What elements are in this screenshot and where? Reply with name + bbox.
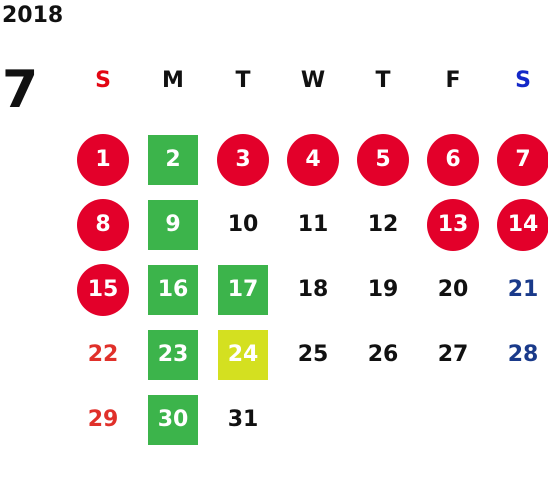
calendar-cell[interactable]: 13 [418,192,488,257]
calendar-day[interactable]: 31 [227,407,259,432]
calendar-year: 2018 [2,3,64,28]
calendar-day[interactable]: 8 [77,198,129,251]
calendar-day[interactable]: 30 [148,394,198,445]
calendar-cell[interactable]: 31 [208,387,278,452]
calendar-cell [278,387,348,452]
calendar-day[interactable]: 5 [357,133,409,186]
calendar-cell[interactable]: 10 [208,192,278,257]
calendar-day[interactable]: 20 [437,277,469,302]
calendar-cell[interactable]: 24 [208,322,278,387]
calendar-cell[interactable]: 11 [278,192,348,257]
calendar-cell[interactable]: 3 [208,127,278,192]
calendar-cell [418,387,488,452]
calendar-cell[interactable]: 1 [68,127,138,192]
calendar-cell[interactable]: 22 [68,322,138,387]
calendar-day[interactable]: 21 [507,277,539,302]
calendar-cell[interactable]: 30 [138,387,208,452]
calendar-cell[interactable]: 8 [68,192,138,257]
calendar-day[interactable]: 4 [287,133,339,186]
calendar-cell[interactable]: 9 [138,192,208,257]
calendar-cell[interactable]: 18 [278,257,348,322]
calendar-day[interactable]: 29 [87,407,119,432]
calendar-cell[interactable]: 25 [278,322,348,387]
calendar-day[interactable]: 7 [497,133,548,186]
calendar-day[interactable]: 24 [218,329,268,380]
calendar-day[interactable]: 11 [297,212,329,237]
calendar-day[interactable]: 9 [148,199,198,250]
calendar-day[interactable]: 13 [427,198,479,251]
calendar-cell[interactable]: 26 [348,322,418,387]
calendar-cell[interactable]: 2 [138,127,208,192]
calendar-cell[interactable]: 4 [278,127,348,192]
calendar-day[interactable]: 12 [367,212,399,237]
calendar-cell [488,387,548,452]
weekday-header: F [445,67,461,93]
calendar-day[interactable]: 10 [227,212,259,237]
calendar-day[interactable]: 26 [367,342,399,367]
calendar-day[interactable]: 19 [367,277,399,302]
weekday-header: T [375,67,391,93]
calendar-day[interactable]: 28 [507,342,539,367]
calendar-cell[interactable]: 27 [418,322,488,387]
calendar-day[interactable]: 6 [427,133,479,186]
calendar-day[interactable]: 27 [437,342,469,367]
calendar-cell[interactable]: 12 [348,192,418,257]
calendar-cell[interactable]: 7 [488,127,548,192]
calendar-cell[interactable]: 15 [68,257,138,322]
weekday-header: T [235,67,251,93]
calendar-day[interactable]: 16 [148,264,198,315]
calendar-cell[interactable]: 28 [488,322,548,387]
calendar-day[interactable]: 14 [497,198,548,251]
calendar-day[interactable]: 17 [218,264,268,315]
calendar-day[interactable]: 22 [87,342,119,367]
calendar-cell[interactable]: 14 [488,192,548,257]
calendar-cell[interactable]: 5 [348,127,418,192]
calendar-day[interactable]: 25 [297,342,329,367]
calendar-cell[interactable]: 16 [138,257,208,322]
calendar-day[interactable]: 1 [77,133,129,186]
calendar-day[interactable]: 2 [148,134,198,185]
calendar-cell[interactable]: 20 [418,257,488,322]
weekday-header: S [95,67,111,93]
calendar-day[interactable]: 18 [297,277,329,302]
weekday-header: S [515,67,531,93]
calendar-cell[interactable]: 29 [68,387,138,452]
calendar-cell[interactable]: 17 [208,257,278,322]
calendar-day[interactable]: 3 [217,133,269,186]
calendar-cell[interactable]: 19 [348,257,418,322]
calendar-cell[interactable]: 23 [138,322,208,387]
calendar-month: 7 [2,60,39,120]
weekday-header: W [300,67,326,93]
weekday-header: M [162,67,184,93]
calendar-day[interactable]: 15 [77,263,129,316]
calendar-cell[interactable]: 6 [418,127,488,192]
calendar-cell [348,387,418,452]
calendar-day[interactable]: 23 [148,329,198,380]
calendar-cell[interactable]: 21 [488,257,548,322]
